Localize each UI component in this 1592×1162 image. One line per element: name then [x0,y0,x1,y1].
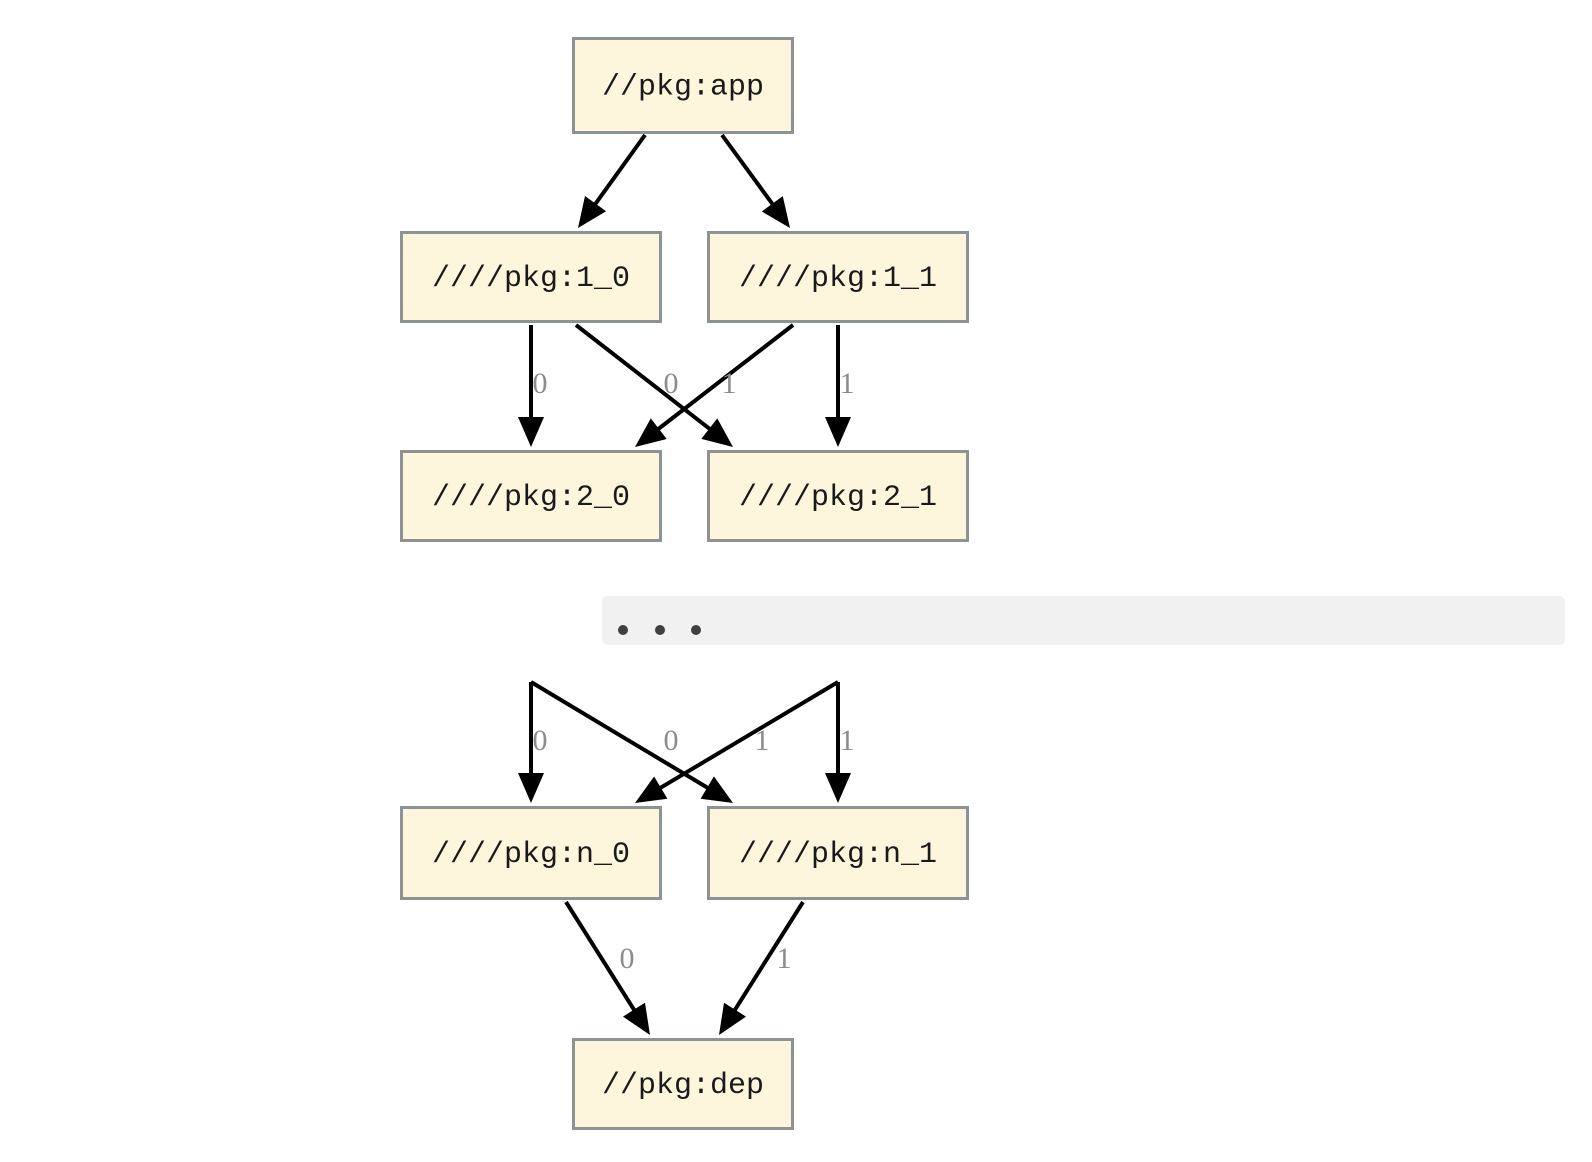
arrowhead-icon-1_0-to-2_1 [701,418,733,447]
graph-node-nn_0[interactable]: ////pkg:n_0 [400,806,662,900]
graph-node-n2_1[interactable]: ////pkg:2_1 [707,450,969,542]
edge-label-n_0-to-dep: 0 [620,942,635,975]
node-box-dep[interactable] [572,1038,794,1130]
node-label-n1_1: ////pkg:1_1 [739,262,937,296]
edge-label-prev2-to-n_1: 1 [840,724,855,757]
arrowhead-icon-prev2-to-n_1 [825,773,851,803]
arrowhead-icon-prev-to-n_1 [700,776,733,803]
graph-node-n1_0[interactable]: ////pkg:1_0 [400,231,662,323]
edge-line-n_0-to-dep [564,900,638,1015]
ellipsis-dot-0 [618,625,628,635]
node-box-n2_1[interactable] [707,450,969,542]
node-label-n1_0: ////pkg:1_0 [432,262,630,296]
edge-line-1_0-to-2_1 [574,323,714,433]
node-label-app: //pkg:app [602,70,764,104]
node-box-nn_0[interactable] [400,806,662,900]
node-label-dep: //pkg:dep [602,1069,764,1103]
edge-label-prev-to-n_0: 0 [533,724,548,757]
node-label-nn_0: ////pkg:n_0 [432,838,630,872]
graph-node-dep[interactable]: //pkg:dep [572,1038,794,1130]
edge-label-1_1-to-2_0: 1 [722,367,737,400]
arrowhead-icon-app-to-1_1 [761,196,790,228]
graph-node-app[interactable]: //pkg:app [572,37,794,134]
arrowhead-icon-1_1-to-2_1 [825,417,851,447]
arrowhead-icon-prev2-to-n_0 [635,776,668,803]
graph-node-n2_0[interactable]: ////pkg:2_0 [400,450,662,542]
edge-label-1_0-to-2_0: 0 [533,367,548,400]
node-box-nn_1[interactable] [707,806,969,900]
edge-label-prev2-to-n_0: 1 [755,724,770,757]
edge-line-1_1-to-2_0 [654,323,795,433]
edge-label-n_1-to-dep: 1 [777,942,792,975]
node-box-app[interactable] [572,37,794,134]
ellipsis-dot-2 [691,625,701,635]
node-box-n1_0[interactable] [400,231,662,323]
node-label-n2_1: ////pkg:2_1 [739,481,937,515]
node-box-n1_1[interactable] [707,231,969,323]
edge-label-1_0-to-2_1: 0 [664,367,679,400]
edge-label-1_1-to-2_1: 1 [840,367,855,400]
arrowhead-icon-1_0-to-2_0 [518,417,544,447]
graph-node-n1_1[interactable]: ////pkg:1_1 [707,231,969,323]
edges-layer: 0 0 1 1 0 0 1 1 0 1 [518,133,855,1035]
edge-line-n_1-to-dep [731,900,805,1015]
edge-line-prev-to-n_1 [529,680,712,792]
node-label-n2_0: ////pkg:2_0 [432,481,630,515]
graph-node-nn_1[interactable]: ////pkg:n_1 [707,806,969,900]
arrowhead-icon-n_0-to-dep [622,1002,650,1035]
ellipsis-layer [602,596,1565,645]
edge-label-prev-to-n_1: 0 [664,724,679,757]
arrowhead-icon-1_1-to-2_0 [635,418,667,447]
edge-line-app-to-1_0 [591,133,647,209]
ellipsis-dot-1 [655,625,665,635]
truncation-band [602,596,1565,645]
arrowhead-icon-app-to-1_0 [578,196,607,228]
edge-line-app-to-1_1 [720,133,777,209]
nodes-layer: //pkg:app ////pkg:1_0 ////pkg:1_1 ////pkg:2… [400,37,969,1130]
node-label-nn_1: ////pkg:n_1 [739,838,937,872]
arrowhead-icon-n_1-to-dep [719,1002,747,1035]
node-box-n2_0[interactable] [400,450,662,542]
edge-line-prev2-to-n_0 [656,680,840,792]
arrowhead-icon-prev-to-n_0 [518,773,544,803]
